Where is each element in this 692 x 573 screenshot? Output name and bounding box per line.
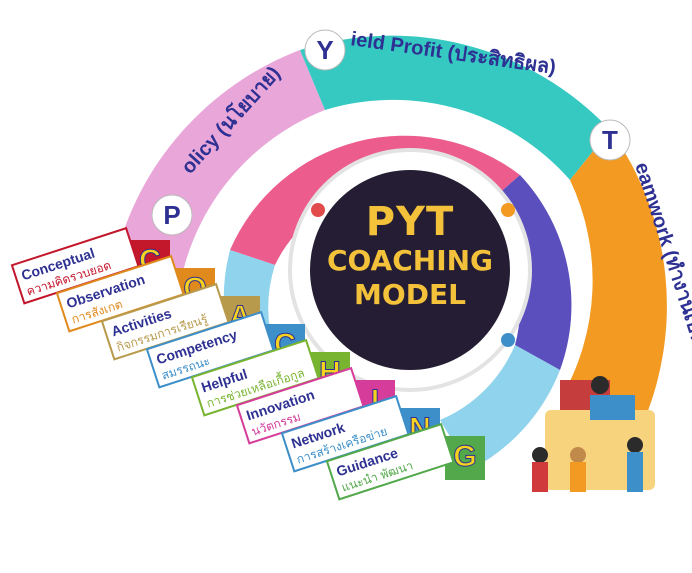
ring-letter-p: P xyxy=(151,194,193,236)
step-letter: I xyxy=(371,384,379,417)
dot-red xyxy=(311,203,325,217)
teamwork-band xyxy=(560,130,667,430)
dot-orange xyxy=(501,203,515,217)
svg-text:T: T xyxy=(602,125,618,155)
students-illustration xyxy=(532,376,655,492)
step-label-tab xyxy=(325,422,455,501)
dot-blue xyxy=(501,333,515,347)
ring-letter-t: T xyxy=(589,119,631,161)
center-title: PYT COACHING MODEL xyxy=(325,200,495,312)
yield-profit-band xyxy=(300,35,610,180)
center-dark-disc xyxy=(310,170,510,370)
title-line1: PYT xyxy=(365,199,455,245)
step-letter: G xyxy=(453,440,476,473)
svg-text:P: P xyxy=(163,200,180,230)
title-line2: COACHING xyxy=(326,244,494,277)
svg-text:Y: Y xyxy=(316,35,333,65)
title-line3: MODEL xyxy=(354,278,466,311)
ring-letter-y: Y xyxy=(304,29,346,71)
